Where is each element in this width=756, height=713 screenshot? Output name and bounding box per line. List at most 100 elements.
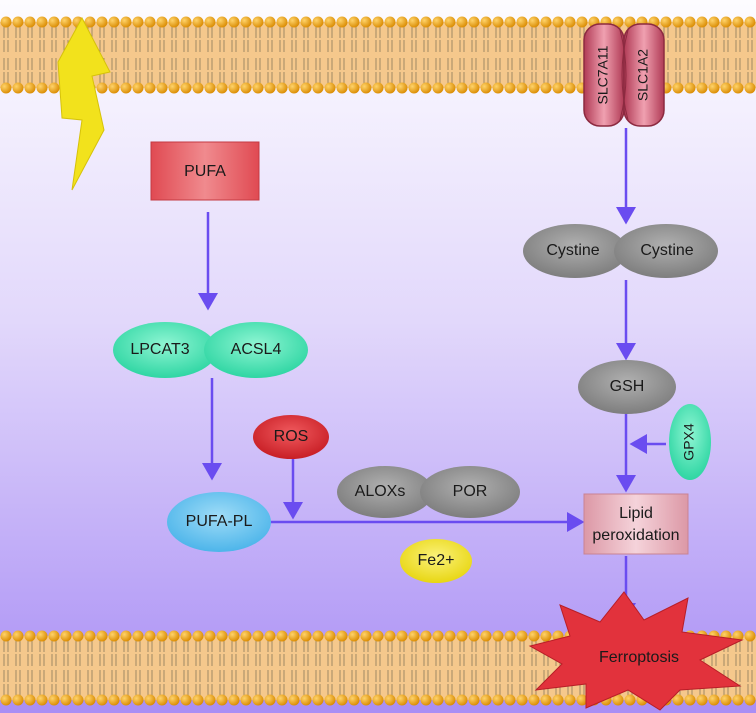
por-label: POR [453, 483, 488, 500]
cystine-label-right: Cystine [640, 242, 693, 259]
lipid-head [684, 82, 696, 94]
lipid-head [216, 630, 228, 642]
lipid-head [276, 82, 288, 94]
lipid-head [252, 694, 264, 706]
pufa-node: PUFA [150, 141, 260, 201]
lipid-head [744, 694, 756, 706]
lipid-head [552, 16, 564, 28]
lpcat3-acsl4-complex: LPCAT3 ACSL4 [113, 322, 308, 378]
lipid-head [336, 630, 348, 642]
lipid-head [0, 630, 12, 642]
lipid-head [60, 630, 72, 642]
pufa-pl-label: PUFA-PL [186, 513, 253, 530]
lipid-head [564, 82, 576, 94]
lipid-head [324, 630, 336, 642]
lipid-head [204, 630, 216, 642]
lipid-head [444, 82, 456, 94]
lipid-head [120, 630, 132, 642]
lipid-head [528, 82, 540, 94]
lipid-head [492, 630, 504, 642]
transporter-pore [619, 29, 629, 121]
lipid-head [540, 630, 552, 642]
aloxs-label: ALOXs [355, 483, 406, 500]
pufa-label: PUFA [184, 163, 226, 180]
lipid-head [168, 630, 180, 642]
lipid-head [624, 16, 636, 28]
lipid-head [120, 16, 132, 28]
lipid-head [36, 694, 48, 706]
lipid-head [180, 630, 192, 642]
lipid-head [96, 694, 108, 706]
lipid-head [216, 694, 228, 706]
lipid-head [192, 16, 204, 28]
lipid-head [504, 82, 516, 94]
lipid-head [720, 16, 732, 28]
lipid-head [288, 630, 300, 642]
cystine-label-left: Cystine [546, 242, 599, 259]
lipid-head [312, 694, 324, 706]
lipid-head [360, 694, 372, 706]
lipid-head [0, 16, 12, 28]
lipid-head [72, 694, 84, 706]
acsl4-label: ACSL4 [231, 341, 282, 358]
lipid-head [336, 694, 348, 706]
lipid-head [24, 16, 36, 28]
aloxs-por-complex: ALOXs POR [337, 466, 520, 518]
lipid-head [372, 630, 384, 642]
lipid-head [12, 82, 24, 94]
lipid-head [180, 16, 192, 28]
lipid-head [384, 16, 396, 28]
lipid-head [336, 82, 348, 94]
lipid-head [300, 82, 312, 94]
lipid-head [168, 694, 180, 706]
lipid-label-line2: peroxidation [592, 527, 679, 544]
lipid-head [480, 82, 492, 94]
lipid-head [156, 694, 168, 706]
lipid-head [324, 694, 336, 706]
lipid-head [432, 630, 444, 642]
lipid-head [228, 630, 240, 642]
lipid-head [36, 630, 48, 642]
lipid-head [96, 16, 108, 28]
lipid-head [228, 16, 240, 28]
lipid-head [144, 694, 156, 706]
lipid-head [300, 16, 312, 28]
lipid-head [288, 16, 300, 28]
lipid-head [288, 82, 300, 94]
lipid-head [720, 82, 732, 94]
lipid-head [420, 82, 432, 94]
lipid-head [108, 630, 120, 642]
lipid-head [144, 16, 156, 28]
lipid-head [204, 16, 216, 28]
lipid-head [696, 16, 708, 28]
lipid-head [324, 16, 336, 28]
lipid-head [372, 82, 384, 94]
lipid-head [444, 16, 456, 28]
lipid-head [708, 82, 720, 94]
lipid-head [312, 630, 324, 642]
lipid-head [72, 630, 84, 642]
lipid-head [276, 630, 288, 642]
lipid-head [12, 694, 24, 706]
lipid-head [492, 16, 504, 28]
lipid-head [84, 16, 96, 28]
lipid-head [264, 694, 276, 706]
lipid-head [264, 630, 276, 642]
lipid-head [348, 82, 360, 94]
lipid-head [444, 630, 456, 642]
lipid-head [180, 694, 192, 706]
lipid-head [468, 82, 480, 94]
lipid-head [672, 82, 684, 94]
lipid-head [468, 16, 480, 28]
lipid-head [480, 694, 492, 706]
lipid-head [96, 630, 108, 642]
lipid-head [144, 82, 156, 94]
lipid-head [24, 82, 36, 94]
cystine-oval-right [614, 224, 718, 278]
fe2-oval [400, 539, 472, 583]
slc1a2-label: SLC1A2 [635, 49, 651, 101]
lipid-head [540, 82, 552, 94]
lipid-head [372, 694, 384, 706]
gpx4-label: GPX4 [681, 423, 697, 461]
